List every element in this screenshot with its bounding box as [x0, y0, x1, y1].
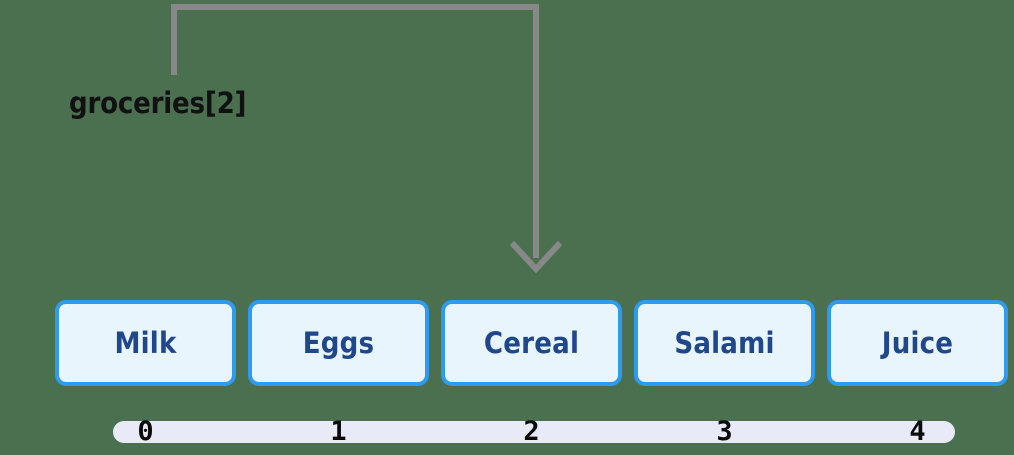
array-cell-2[interactable]: Cereal [441, 300, 622, 386]
variable-label: groceries[2] [69, 86, 247, 120]
array-row: Milk Eggs Cereal Salami Juice [55, 300, 1008, 386]
array-cell-value: Salami [674, 325, 775, 360]
index-ruler-bar [113, 421, 955, 443]
array-cell-1[interactable]: Eggs [248, 300, 429, 386]
array-cell-value: Cereal [483, 325, 580, 360]
array-cell-4[interactable]: Juice [827, 300, 1008, 386]
array-cell-value: Milk [114, 325, 177, 360]
array-cell-value: Eggs [302, 325, 375, 360]
array-cell-0[interactable]: Milk [55, 300, 236, 386]
array-cell-3[interactable]: Salami [634, 300, 815, 386]
array-cell-value: Juice [881, 325, 954, 360]
